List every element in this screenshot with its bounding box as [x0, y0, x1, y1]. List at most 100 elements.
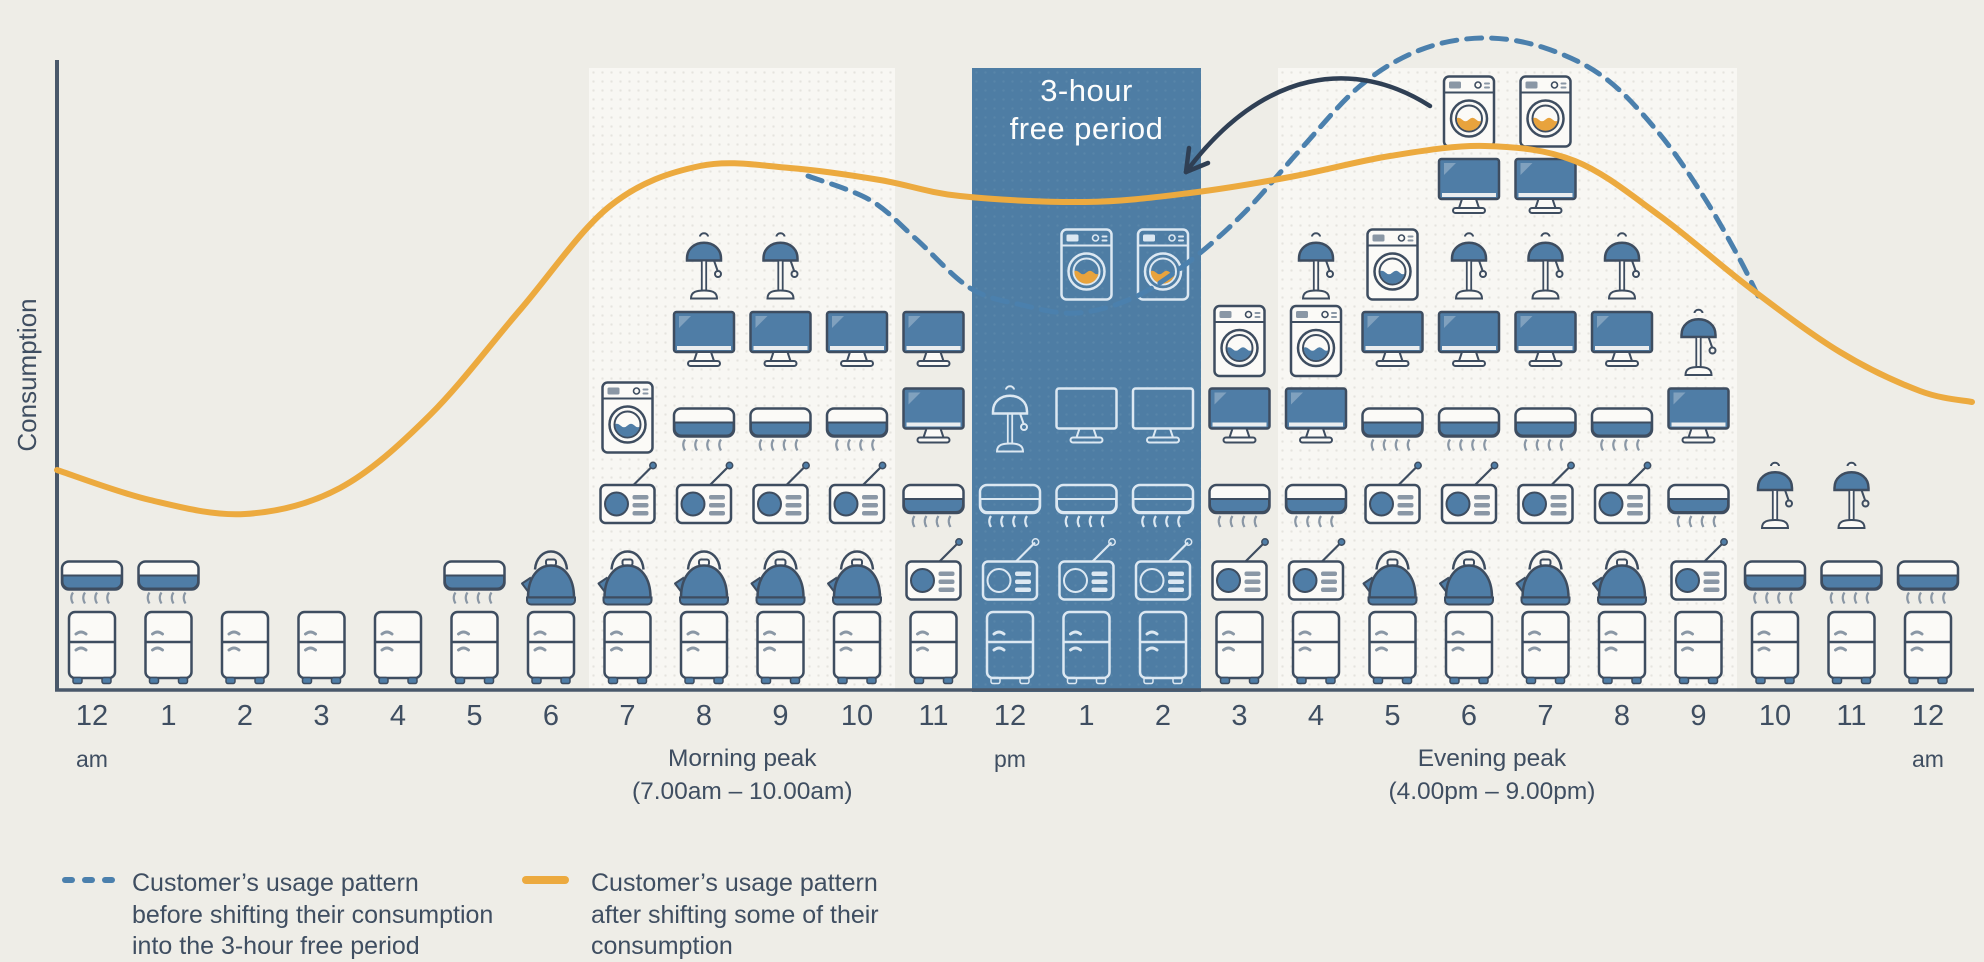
tv-icon: [672, 310, 736, 368]
radio-icon: [1058, 537, 1117, 601]
appliance-pictograms: [60, 77, 1960, 685]
ac-icon: [1896, 560, 1960, 605]
tv-icon: [1208, 387, 1271, 444]
usage-curves: [54, 35, 1975, 518]
kettle-icon: [750, 550, 806, 606]
fridge-icon: [909, 610, 958, 685]
ac-icon: [60, 560, 124, 605]
x-axis-label-24: 12: [1911, 700, 1945, 732]
washer-icon: [1521, 77, 1571, 147]
fridge-icon: [1674, 610, 1723, 685]
column-5am-5: [443, 560, 506, 685]
lamp-icon: [1527, 232, 1564, 300]
fridge-icon: [1521, 610, 1570, 685]
radio-icon: [599, 461, 658, 525]
curve-dashed: [805, 35, 1763, 316]
radio-icon: [1593, 461, 1652, 525]
ac-icon: [1055, 483, 1118, 529]
ac-icon: [749, 407, 812, 452]
column-10pm-22: [1743, 461, 1807, 685]
fridge-icon: [373, 610, 423, 685]
column-9pm-21: [1667, 308, 1730, 685]
morning-peak-annotation: Morning peak (7.00am – 10.00am): [572, 742, 912, 808]
evening-peak-annotation: Evening peak (4.00pm – 9.00pm): [1322, 742, 1662, 808]
x-axis-label-17: 5: [1384, 700, 1401, 732]
ac-icon: [1131, 483, 1195, 529]
tv-icon: [1361, 310, 1424, 368]
fridge-icon: [1750, 610, 1800, 685]
meridiem-label-0: am: [76, 746, 108, 772]
x-axis-label-16: 4: [1307, 700, 1325, 732]
kettle-icon: [673, 550, 730, 606]
morning-peak-range: (7.00am – 10.00am): [631, 778, 853, 805]
fridge-icon: [679, 610, 729, 685]
x-axis-label-22: 10: [1758, 700, 1792, 732]
washer-icon: [603, 383, 653, 453]
fridge-icon: [144, 610, 193, 685]
column-12pm-12: [978, 385, 1042, 685]
column-5pm-17: [1361, 230, 1424, 685]
x-axis-label-20: 8: [1613, 700, 1631, 732]
x-axis-label-19: 7: [1537, 700, 1554, 732]
tv-icon: [1055, 387, 1118, 444]
ac-icon: [978, 483, 1042, 529]
fridge-icon: [1444, 610, 1494, 685]
meridiem-label-12: pm: [994, 746, 1026, 772]
ac-icon: [1208, 483, 1271, 529]
column-1am-1: [137, 560, 200, 685]
x-axis-label-7: 7: [619, 700, 636, 732]
x-axis-label-5: 5: [466, 700, 483, 732]
fridge-icon: [526, 610, 576, 685]
column-12am-24: [1896, 560, 1960, 685]
morning-peak-title: Morning peak: [668, 745, 817, 772]
column-7pm-19: [1514, 77, 1577, 685]
lamp-icon: [762, 232, 799, 300]
column-7am-7: [597, 383, 658, 685]
fridge-icon: [985, 610, 1035, 685]
fridge-icon: [1138, 610, 1188, 685]
curve-solid: [54, 142, 1975, 518]
x-axis-label-23: 11: [1836, 700, 1867, 732]
radio-icon: [1134, 537, 1193, 601]
x-axis-label-0: 12: [75, 700, 109, 732]
kettle-icon: [1515, 550, 1571, 606]
lamp-icon: [1833, 461, 1870, 530]
fridge-icon: [832, 610, 882, 685]
fridge-icon: [1903, 610, 1953, 685]
x-axis-label-8: 8: [695, 700, 713, 732]
lamp-icon: [1756, 461, 1794, 530]
kettle-icon: [1438, 550, 1495, 606]
ac-icon: [1743, 560, 1807, 605]
fridge-icon: [756, 610, 805, 685]
legend-item-after: Customer’s usage pattern after shifting …: [522, 868, 879, 962]
lamp-icon: [1450, 232, 1488, 300]
tv-icon: [1131, 387, 1195, 444]
x-axis-label-14: 2: [1154, 700, 1172, 732]
tv-icon: [1284, 387, 1348, 444]
radio-icon: [752, 461, 811, 525]
shift-arrow-stroke: [1183, 145, 1192, 175]
legend-item-before: Customer’s usage pattern before shifting…: [62, 868, 493, 962]
tv-icon: [1514, 310, 1577, 368]
free-period-label: 3-hour free period: [972, 72, 1202, 148]
fridge-icon: [1827, 610, 1876, 685]
kettle-icon: [1362, 550, 1418, 606]
lamp-icon: [1603, 232, 1641, 300]
column-6pm-18: [1437, 77, 1501, 685]
x-axis-label-15: 3: [1231, 700, 1248, 732]
tv-icon: [749, 310, 812, 368]
tv-icon: [902, 310, 965, 368]
ac-icon: [672, 407, 736, 452]
tv-icon: [1514, 157, 1577, 215]
tv-icon: [1667, 387, 1730, 444]
x-axis-label-9: 9: [772, 700, 789, 732]
fridge-icon: [67, 610, 117, 685]
x-axis-label-18: 6: [1460, 700, 1478, 732]
fridge-icon: [1291, 610, 1341, 685]
radio-icon: [1211, 537, 1270, 601]
x-axis-label-2: 2: [236, 700, 254, 732]
radio-icon: [905, 537, 964, 601]
radio-icon: [1440, 461, 1499, 525]
fridge-icon: [220, 610, 270, 685]
